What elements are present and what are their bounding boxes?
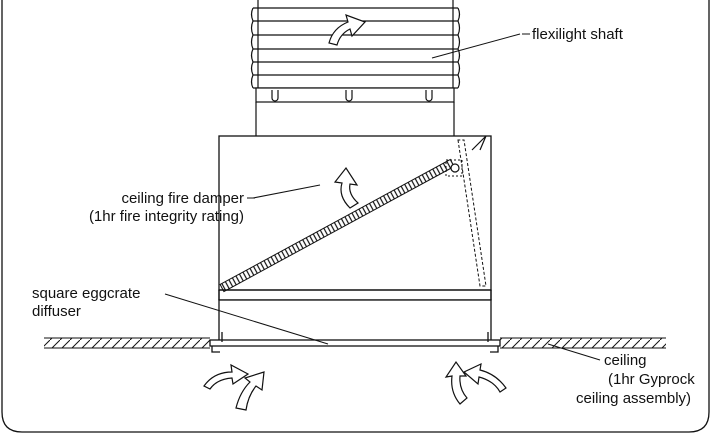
label-damper-line2: (1hr fire integrity rating) [89,208,244,225]
leader-lines [164,33,601,361]
eggcrate-diffuser [209,299,501,353]
airflow-arrows-right [444,360,507,405]
label-flexilight-shaft: flexilight shaft [532,26,624,43]
label-damper-line1: ceiling fire damper [121,190,244,207]
label-ceiling-line3: ceiling assembly) [576,390,691,407]
label-diffuser-line1: square eggcrate [32,285,140,302]
airflow-arrow-shaft [328,14,367,46]
ceiling-section [44,337,666,349]
damper-catch [471,135,487,151]
label-diffuser-line2: diffuser [32,303,81,320]
leader-dashes [247,33,530,199]
damper-spring-blade [219,158,463,293]
airflow-arrow-damper [333,166,359,209]
flexilight-shaft [250,0,461,136]
airflow-arrows-left [203,363,265,411]
label-ceiling-line1: ceiling [604,352,647,369]
label-ceiling-line2: (1hr Gyprock [608,371,695,388]
